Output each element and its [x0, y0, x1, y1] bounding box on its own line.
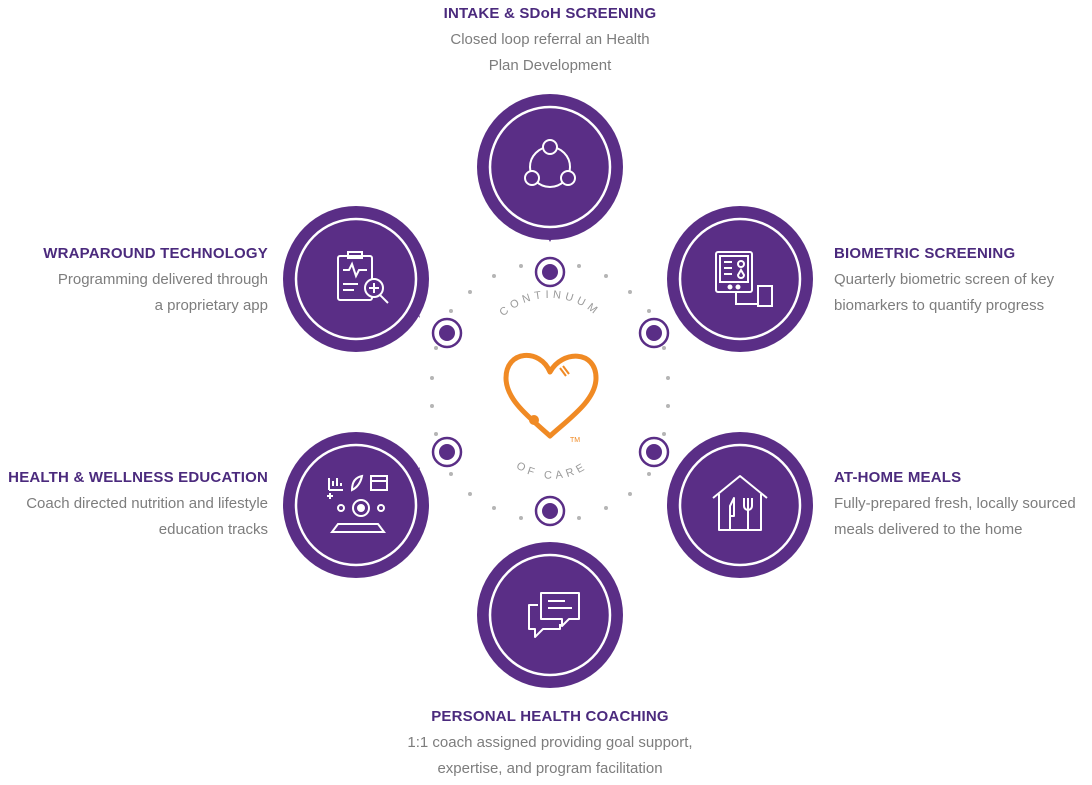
stage-coaching-desc-line1: 1:1 coach assigned providing goal suppor…: [407, 734, 693, 751]
stage-meals-desc-line1: Fully-prepared fresh, locally sourced: [834, 495, 1076, 512]
stage-education: HEALTH & WELLNESS EDUCATION Coach direct…: [0, 469, 268, 543]
stage-meals-desc-line2: meals delivered to the home: [834, 521, 1023, 538]
stage-education-title: HEALTH & WELLNESS EDUCATION: [8, 469, 268, 486]
stage-circle-biometric: [667, 206, 813, 352]
ring-marker-top: [534, 256, 566, 288]
stage-circle-intake: [477, 94, 623, 242]
stage-coaching-desc-line2: expertise, and program facilitation: [437, 760, 663, 777]
ring-marker-top-right: [638, 317, 670, 349]
stage-meals-title: AT-HOME MEALS: [834, 469, 962, 486]
stage-technology: WRAPAROUND TECHNOLOGY Programming delive…: [0, 245, 268, 319]
trademark-mark: TM: [570, 437, 580, 444]
stage-circle-education: [283, 432, 429, 578]
stage-intake: INTAKE & SDoH SCREENING Closed loop refe…: [380, 5, 720, 79]
ring-marker-top-left: [431, 317, 463, 349]
stage-technology-desc-line1: Programming delivered through: [57, 271, 268, 288]
house-utensils-icon: [712, 475, 768, 531]
stage-education-desc-line2: education tracks: [158, 521, 268, 538]
ring-markers: [431, 256, 670, 527]
stage-circle-meals: [667, 432, 813, 578]
stage-intake-title: INTAKE & SDoH SCREENING: [443, 5, 657, 22]
dotted-ring: [430, 260, 670, 520]
stage-meals: AT-HOME MEALS Fully-prepared fresh, loca…: [834, 469, 1092, 543]
ring-marker-bottom: [534, 495, 566, 527]
stage-biometric-desc-line1: Quarterly biometric screen of key: [834, 271, 1055, 288]
stage-biometric: BIOMETRIC SCREENING Quarterly biometric …: [834, 245, 1092, 319]
stage-biometric-desc-line2: biomarkers to quantify progress: [834, 297, 1045, 314]
stage-coaching-title: PERSONAL HEALTH COACHING: [431, 708, 669, 725]
stage-technology-desc-line2: a proprietary app: [154, 297, 268, 314]
network-nodes-icon: [524, 139, 576, 188]
chat-bubbles-icon: [528, 592, 580, 638]
ring-marker-bottom-left: [431, 436, 463, 468]
stage-coaching: PERSONAL HEALTH COACHING 1:1 coach assig…: [350, 708, 750, 782]
stage-education-desc-line1: Coach directed nutrition and lifestyle: [26, 495, 268, 512]
stage-technology-title: WRAPAROUND TECHNOLOGY: [43, 245, 268, 262]
stage-intake-desc-line2: Plan Development: [488, 57, 612, 74]
stage-intake-desc-line1: Closed loop referral an Health: [450, 31, 650, 48]
ring-marker-bottom-right: [638, 436, 670, 468]
education-tools-icon: [327, 474, 388, 533]
center-arc-top-text: CONTINUUM: [497, 289, 602, 319]
stage-circle-technology: [283, 206, 429, 352]
stage-biometric-title: BIOMETRIC SCREENING: [834, 245, 1016, 262]
center-arc-bottom-text: OF CARE: [514, 460, 590, 482]
stage-circle-coaching: [477, 542, 623, 688]
clipboard-magnifier-icon: [337, 251, 389, 304]
health-monitor-icon: [715, 251, 773, 307]
heart-logo-icon: TM: [503, 353, 599, 444]
